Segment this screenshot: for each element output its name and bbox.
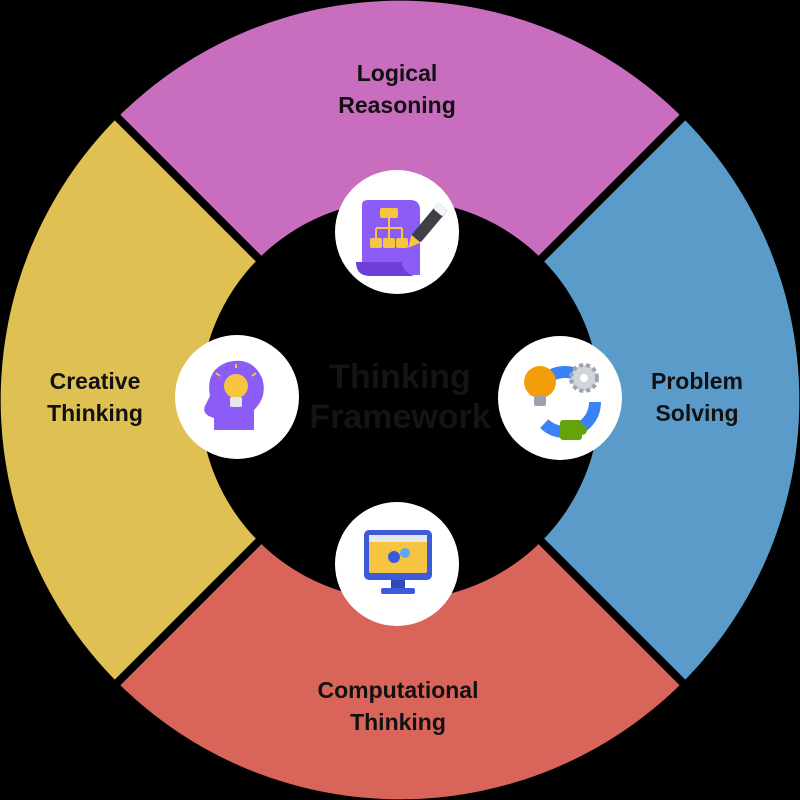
label-problem-line-1: Problem (651, 368, 743, 394)
flowchart-document-icon (356, 200, 447, 276)
label-computational-line-2: Thinking (350, 709, 446, 735)
segment-creative-thinking (0, 117, 259, 683)
gears-bulb-puzzle-icon (524, 363, 601, 440)
label-logical-line-1: Logical (357, 60, 438, 86)
badge-creative-thinking (175, 335, 299, 459)
head-lightbulb-icon (204, 360, 264, 430)
separator-top-right (517, 107, 693, 283)
center-title-line-2: Framework (309, 398, 490, 436)
badge-problem-solving (498, 336, 622, 460)
segment-computational-thinking (117, 541, 683, 800)
label-logical-line-2: Reasoning (338, 92, 456, 118)
label-computational-line-1: Computational (318, 677, 479, 703)
label-creative-line-2: Thinking (47, 400, 143, 426)
label-creative-line-1: Creative (50, 368, 141, 394)
center-disc (214, 214, 586, 586)
center-title-line-1: Thinking (329, 358, 471, 396)
separator-bottom-right (517, 517, 693, 693)
label-problem-line-2: Solving (655, 400, 738, 426)
segment-logical-reasoning (117, 0, 683, 259)
computer-monitor-icon (364, 530, 432, 594)
segment-problem-solving (541, 117, 800, 683)
separator-top-left (107, 107, 283, 283)
badge-logical-reasoning (335, 170, 459, 294)
separator-bottom-left (107, 517, 283, 693)
badge-computational-thinking (335, 502, 459, 626)
